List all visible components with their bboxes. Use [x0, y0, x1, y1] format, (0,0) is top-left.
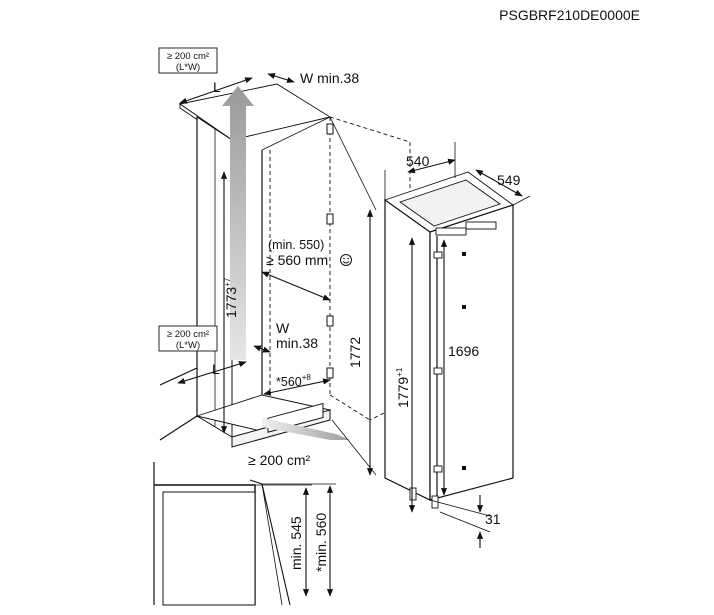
- air-inflow-arrow: [262, 418, 350, 440]
- dim-540: 540: [406, 153, 430, 169]
- vent-bottom-label: ≥ 200 cm²: [248, 452, 310, 468]
- vent-mid-line2: (L*W): [176, 340, 200, 351]
- dim-560-width: *560+8: [276, 373, 311, 389]
- dim-1779: 1779+1: [395, 367, 411, 408]
- dim-min545: min. 545: [288, 516, 304, 570]
- label-L-top: L: [213, 79, 221, 95]
- dim-1696: 1696: [448, 343, 479, 359]
- dim-1773: 1773+7: [223, 277, 239, 318]
- detail-inset: [153, 462, 336, 606]
- vent-top-line2: (L*W): [176, 62, 200, 73]
- vent-mid-line1: ≥ 200 cm²: [167, 329, 209, 340]
- label-w-bottom-1: W: [276, 320, 290, 336]
- dim-min560: *min. 560: [313, 513, 329, 572]
- appliance: [384, 171, 514, 509]
- vent-top-line1: ≥ 200 cm²: [167, 51, 209, 62]
- air-outflow-arrow: [222, 86, 254, 360]
- vent-label-top: ≥ 200 cm² (L*W): [158, 47, 218, 74]
- label-w-bottom-2: min.38: [276, 335, 318, 351]
- vent-label-mid: ≥ 200 cm² (L*W): [158, 325, 218, 352]
- label-w-top: W min.38: [300, 70, 359, 86]
- model-code: PSGBRF210DE0000E: [499, 7, 640, 23]
- dim-min550: (min. 550): [268, 238, 324, 252]
- dim-549: 549: [497, 172, 521, 188]
- dim-560mm: ≥ 560 mm: [266, 252, 328, 268]
- smiley-icon: [340, 254, 352, 266]
- label-L-bottom: L: [212, 361, 220, 377]
- dim-1772: 1772: [347, 337, 363, 368]
- air-flow-arrows: [222, 86, 350, 440]
- dim-31: 31: [485, 511, 501, 527]
